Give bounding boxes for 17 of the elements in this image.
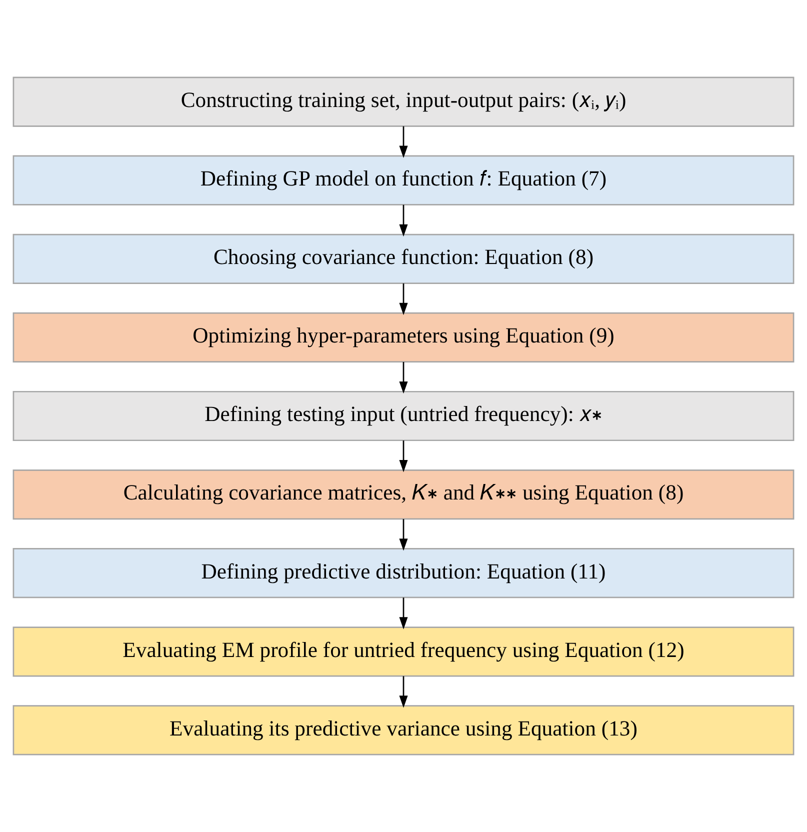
node-box: Calculating covariance matrices, 𝐾∗ and 𝐾∗∗ using Equation (8) [12, 470, 794, 520]
node-box: Constructing training set, input-output pairs: (𝑥ᵢ, 𝑦ᵢ) [12, 76, 794, 127]
arrow [399, 676, 408, 708]
arrow [399, 519, 408, 551]
node-box: Evaluating its predictive variance using Equation (13) [12, 705, 794, 756]
arrow [399, 440, 408, 472]
node-box: Optimizing hyper-parameters using Equation (9) [12, 312, 794, 362]
node-box: Defining GP model on function 𝑓: Equation (7) [12, 155, 794, 206]
arrow [399, 283, 408, 316]
arrow [399, 362, 408, 394]
arrow [399, 204, 408, 237]
node-box: Evaluating EM profile for untried frequency using Equation (12) [12, 626, 794, 677]
node-box: Defining testing input (untried frequency): 𝑥∗ [12, 390, 794, 442]
node-box: Choosing covariance function: Equation (8) [12, 234, 794, 284]
arrow [399, 598, 408, 630]
arrow [399, 126, 408, 158]
node-box: Defining predictive distribution: Equation (11) [12, 548, 794, 598]
